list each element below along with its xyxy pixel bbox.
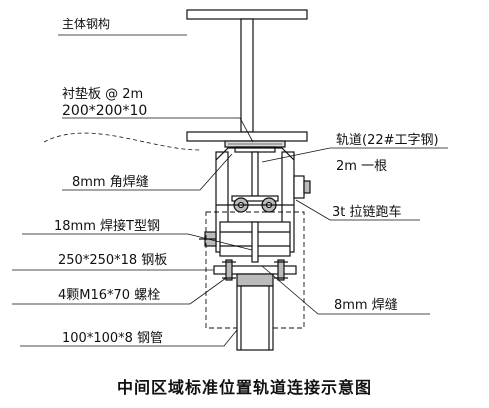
label-fillet-weld: 8mm 角焊缝 [72,174,149,190]
rail-i-beam [231,146,279,202]
label-main-steel: 主体钢构 [62,16,110,31]
pad-plate [224,140,286,148]
label-steel-plate: 250*250*18 钢板 [58,253,167,268]
label-bolts: 4颗M16*70 螺栓 [58,288,160,303]
label-rail-line1: 轨道(22#工字钢) [336,133,439,148]
label-t-steel: 18mm 焊接T型钢 [54,218,160,234]
steel-plate [213,259,297,281]
label-trolley: 3t 拉链跑车 [332,204,402,220]
label-rail-line2: 2m 一根 [336,159,387,174]
steel-pipe [236,273,274,351]
label-steel-pipe: 100*100*8 钢管 [62,331,163,346]
labels: 主体钢构 衬垫板 @ 2m 200*200*10 轨道(22#工字钢) 2m 一… [54,16,439,346]
diagram-caption: 中间区域标准位置轨道连接示意图 [116,378,372,397]
leader-lines [12,34,448,347]
main-i-beam [186,9,308,142]
label-weld-8mm: 8mm 焊缝 [334,297,398,313]
label-pad-plate-line2: 200*200*10 [62,103,147,119]
label-pad-plate-line1: 衬垫板 @ 2m [62,86,143,102]
trolley [199,147,311,263]
break-line [43,132,201,151]
